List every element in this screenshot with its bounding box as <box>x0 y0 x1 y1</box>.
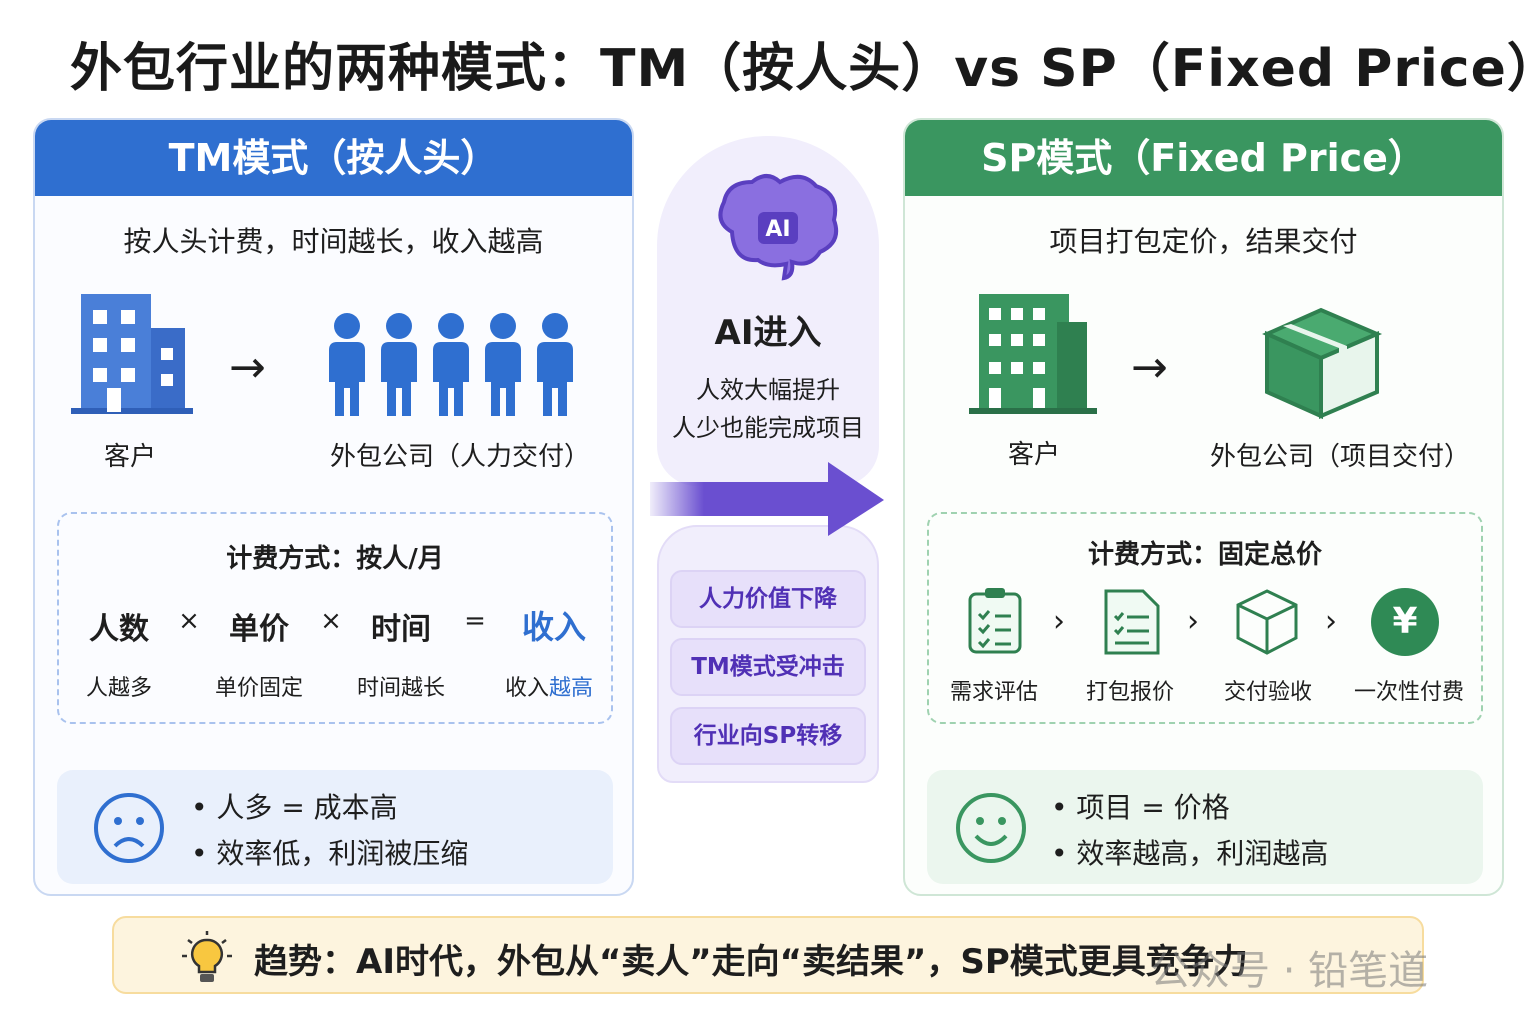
tm-header: TM模式（按人头） <box>35 120 632 196</box>
pro-item: • 效率越高，利润越高 <box>1051 837 1329 870</box>
chevron-right-icon: › <box>1325 604 1337 639</box>
smile-face-icon <box>956 793 1026 863</box>
trend-text: 趋势：AI时代，外包从“卖人”走向“卖结果”，SP模式更具竞争力 <box>254 942 1248 982</box>
impact-pill: 行业向SP转移 <box>670 707 866 765</box>
step-label: 需求评估 <box>949 680 1038 705</box>
ai-icon-text: AI <box>765 217 790 242</box>
sp-vendor-label: 外包公司（项目交付） <box>1209 442 1470 472</box>
document-list-icon <box>1104 589 1160 655</box>
formula-note: 单价固定 <box>214 676 303 701</box>
people-icon <box>329 313 573 416</box>
pro-item: • 项目 = 价格 <box>1051 791 1230 824</box>
tm-cons-box: • 人多 = 成本高 • 效率低，利润被压缩 <box>57 770 613 884</box>
ai-line: 人少也能完成项目 <box>672 414 864 442</box>
tm-vendor-label: 外包公司（人力交付） <box>329 442 590 472</box>
clipboard-checklist-icon <box>968 588 1022 654</box>
step-label: 一次性付费 <box>1353 680 1464 705</box>
sp-client-label: 客户 <box>1007 440 1060 470</box>
chevron-right-icon: › <box>1053 604 1065 639</box>
trend-banner: 趋势：AI时代，外包从“卖人”走向“卖结果”，SP模式更具竞争力 <box>112 916 1424 994</box>
formula-note: 时间越长 <box>356 676 445 701</box>
package-box-icon <box>1262 307 1383 420</box>
formula-op: = <box>464 606 486 636</box>
tm-billing-box: 计费方式：按人/月 人数 × 单价 × 时间 = 收入 人越多 单价固定 时间越… <box>57 512 613 724</box>
building-icon <box>71 294 193 414</box>
cube-icon <box>1236 589 1298 655</box>
formula-term: 人数 <box>89 612 149 647</box>
sp-billing-box: 计费方式：固定总价 › › › ¥ 需求评估 打包报价 交付验收 一次性付费 <box>927 512 1483 724</box>
sp-header: SP模式（Fixed Price） <box>905 120 1502 196</box>
lightbulb-icon <box>182 931 232 982</box>
formula-term: 单价 <box>229 612 289 647</box>
page-title: 外包行业的两种模式：TM（按人头）vs SP（Fixed Price） <box>70 39 1536 99</box>
formula-result: 收入 <box>521 608 586 646</box>
formula-note: 收入 <box>504 676 549 701</box>
watermark: 公众号 · 铅笔道 <box>1150 948 1429 994</box>
con-item: • 人多 = 成本高 <box>191 791 398 824</box>
tm-client-label: 客户 <box>103 442 156 472</box>
con-item: • 效率低，利润被压缩 <box>191 837 469 870</box>
sp-pros-box: • 项目 = 价格 • 效率越高，利润越高 <box>927 770 1483 884</box>
ai-brain-icon: AI <box>718 174 839 281</box>
formula-op: × <box>320 606 342 636</box>
building-icon <box>969 294 1097 414</box>
step-label: 交付验收 <box>1223 680 1312 705</box>
sad-face-icon <box>94 793 164 863</box>
transition-arrow-icon <box>650 462 884 536</box>
ai-line: 人效大幅提升 <box>696 376 840 404</box>
formula-note: 人越多 <box>85 676 152 701</box>
arrow-icon: → <box>229 342 266 393</box>
arrow-icon: → <box>1131 342 1168 393</box>
sp-billing-title: 计费方式：固定总价 <box>1087 540 1322 570</box>
step-label: 打包报价 <box>1085 680 1174 705</box>
sp-subtitle: 项目打包定价，结果交付 <box>1049 225 1358 258</box>
formula-term: 时间 <box>371 612 431 647</box>
formula-op: × <box>178 606 200 636</box>
impact-pill: TM模式受冲击 <box>670 638 866 696</box>
chevron-right-icon: › <box>1187 604 1199 639</box>
tm-panel: TM模式（按人头） 按人头计费，时间越长，收入越高 → 客户 外包公司（人力交付… <box>33 118 634 896</box>
ai-title: AI进入 <box>714 313 822 353</box>
tm-subtitle: 按人头计费，时间越长，收入越高 <box>123 225 544 258</box>
yen-payment-icon: ¥ <box>1371 588 1439 656</box>
impact-pill: 人力价值下降 <box>670 570 866 628</box>
tm-billing-title: 计费方式：按人/月 <box>226 544 444 574</box>
formula-highlight: 越高 <box>549 676 594 701</box>
sp-panel: SP模式（Fixed Price） 项目打包定价，结果交付 → 客户 外包公司（… <box>903 118 1504 896</box>
